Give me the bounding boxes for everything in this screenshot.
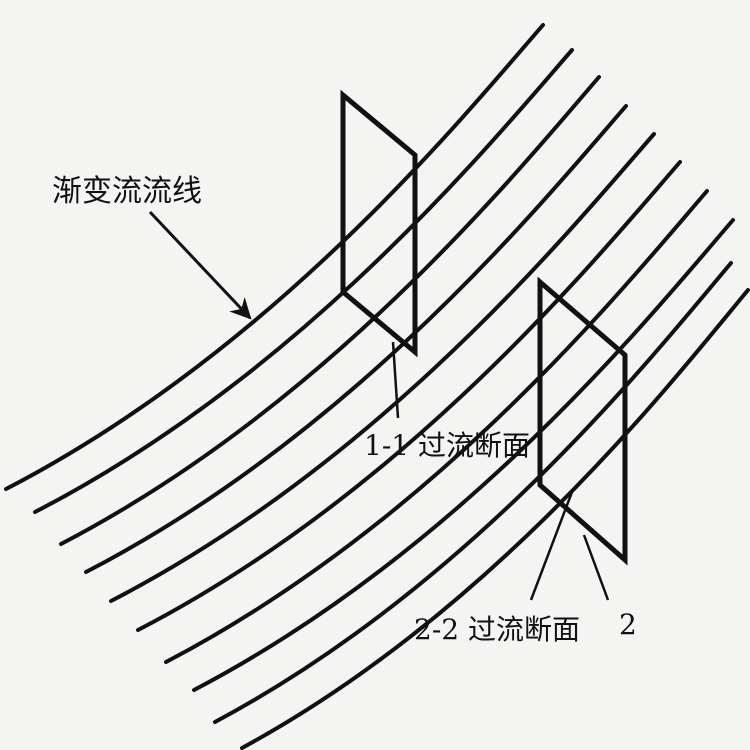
section-1-label: 1-1 过流断面 (364, 429, 530, 462)
streamline (164, 189, 709, 664)
streamline (59, 75, 601, 546)
cross-section-2-2 (537, 276, 628, 566)
cross-section-1-1 (340, 89, 418, 358)
section-1-leader (391, 341, 400, 419)
section-2-label: 2-2 过流断面 (414, 613, 580, 646)
streamline (84, 104, 628, 574)
streamline (33, 48, 574, 514)
section-2-mark: 2 (619, 608, 637, 641)
streamline (109, 132, 656, 603)
streamline (192, 218, 735, 692)
streamline (4, 23, 545, 491)
section-2-leader (529, 491, 574, 601)
section-2-mark-leader (582, 534, 610, 601)
streamline-pointer-arrow (148, 210, 252, 320)
streamline (136, 160, 682, 632)
streamline-label: 渐变流流线 (52, 174, 202, 209)
